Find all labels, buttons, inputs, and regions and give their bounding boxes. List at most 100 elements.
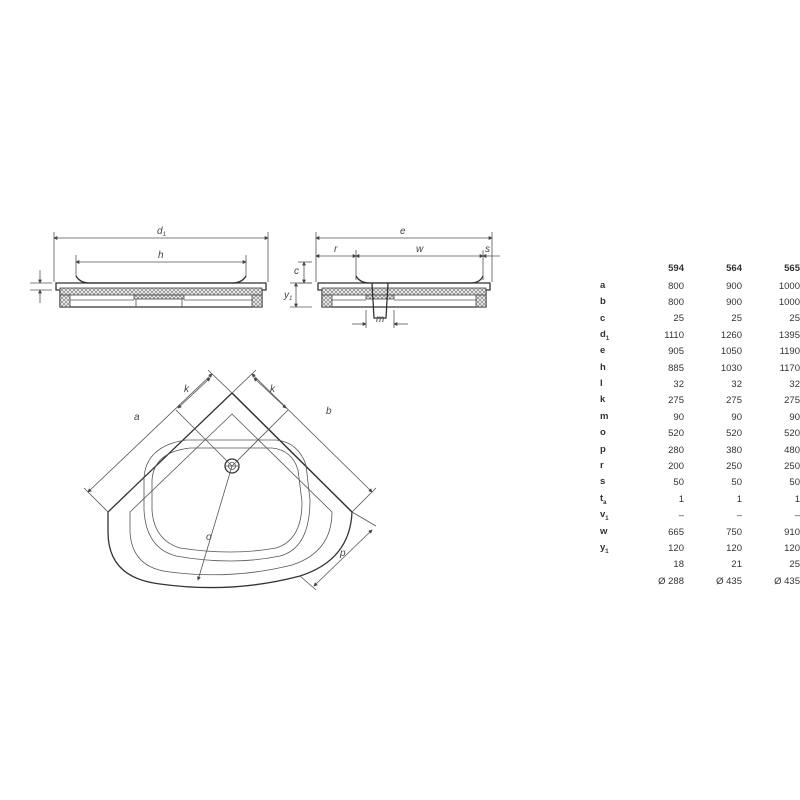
table-cell-param: p	[600, 443, 606, 455]
table-header-564: 564	[726, 262, 742, 274]
label-m: m	[376, 314, 384, 325]
table-cell-value: 1050	[720, 346, 742, 358]
table-cell-value: 50	[789, 477, 800, 489]
table-cell-value: 520	[784, 428, 800, 440]
label-o: o	[206, 532, 212, 543]
table-cell-param: r	[600, 460, 604, 472]
table-cell-value: 32	[673, 379, 684, 391]
table-cell-param: y1	[600, 542, 609, 555]
table-cell-value: 900	[726, 280, 742, 292]
table-cell-value: 250	[726, 460, 742, 472]
table-cell-value: 25	[673, 313, 684, 325]
label-p: p	[339, 548, 346, 559]
table-cell-value: 90	[789, 411, 800, 423]
table-cell-value: –	[794, 510, 800, 522]
table-cell-value: 910	[784, 526, 800, 538]
table-header-row: 594 564 565	[600, 262, 800, 278]
label-s: s	[485, 244, 490, 255]
plan-view: a b k k o p	[83, 369, 377, 591]
table-cell-value: 905	[668, 346, 684, 358]
table-cell-value: 1	[736, 493, 742, 505]
table-cell-value: 25	[789, 313, 800, 325]
table-row: ta 1 1 1	[600, 491, 800, 507]
table-cell-param: v1	[600, 509, 609, 523]
table-cell-param: k	[600, 394, 606, 406]
label-w: w	[416, 244, 424, 255]
table-cell-value: 800	[668, 280, 684, 292]
label-r: r	[334, 244, 338, 255]
label-k-left: k	[184, 384, 190, 395]
table-header-param	[600, 262, 626, 278]
side-view-front: d1 h	[30, 226, 269, 308]
table-cell-param: ta	[600, 492, 607, 506]
table-cell-param: w	[600, 525, 608, 537]
table-cell-value: 1000	[778, 280, 800, 292]
table-cell-value: 120	[784, 542, 800, 554]
table-cell-value: 885	[668, 362, 684, 374]
table-cell-value: 1	[678, 493, 684, 505]
table-cell-value: –	[678, 510, 684, 522]
table-row: v1 – – –	[600, 507, 800, 523]
table-cell-value: 520	[668, 428, 684, 440]
table-cell-param: b	[600, 296, 606, 308]
table-cell-param	[600, 557, 626, 573]
label-k-right: k	[270, 384, 276, 395]
table-cell-param	[600, 573, 626, 589]
table-cell-value: 900	[726, 297, 742, 309]
table-row: o 520 520 520	[600, 426, 800, 442]
table-cell-value: 90	[673, 411, 684, 423]
table-cell-value: 25	[789, 559, 800, 571]
label-h: h	[158, 250, 164, 261]
table-cell-value: 1395	[778, 329, 800, 341]
label-b: b	[326, 406, 332, 417]
table-cell-value: 1110	[664, 329, 684, 341]
table-cell-param: h	[600, 361, 606, 373]
table-cell-value: 90	[731, 411, 742, 423]
table-cell-value: 480	[784, 444, 800, 456]
label-c: c	[294, 266, 299, 277]
table-cell-param: c	[600, 312, 606, 324]
table-cell-value: 380	[726, 444, 742, 456]
table-cell-value: 750	[726, 526, 742, 538]
table-cell-value: –	[736, 510, 742, 522]
table-cell-value: 21	[731, 559, 742, 571]
table-row: d1 1110 1260 1395	[600, 327, 800, 343]
table-header-565: 565	[784, 262, 800, 274]
table-cell-value: 120	[668, 542, 684, 554]
table-cell-value: Ø 435	[716, 575, 742, 587]
table-cell-value: 32	[731, 379, 742, 391]
side-view-side: e r w s c y1 m	[283, 226, 500, 328]
table-cell-value: 520	[726, 428, 742, 440]
table-cell-value: 50	[731, 477, 742, 489]
label-d1: d1	[157, 226, 166, 238]
table-cell-value: 275	[784, 395, 800, 407]
label-e: e	[400, 226, 406, 237]
label-y1: y1	[283, 290, 292, 302]
table-cell-value: 1190	[779, 346, 800, 358]
table-cell-value: 1	[794, 493, 800, 505]
table-cell-value: 1030	[720, 362, 742, 374]
table-cell-value: 1260	[720, 329, 742, 341]
table-cell-param: l	[600, 378, 603, 390]
table-cell-param: d1	[600, 328, 610, 342]
table-cell-value: 800	[668, 297, 684, 309]
table-cell-param: e	[600, 345, 606, 357]
table-cell-param: o	[600, 427, 606, 439]
table-cell-value: 200	[668, 460, 684, 472]
